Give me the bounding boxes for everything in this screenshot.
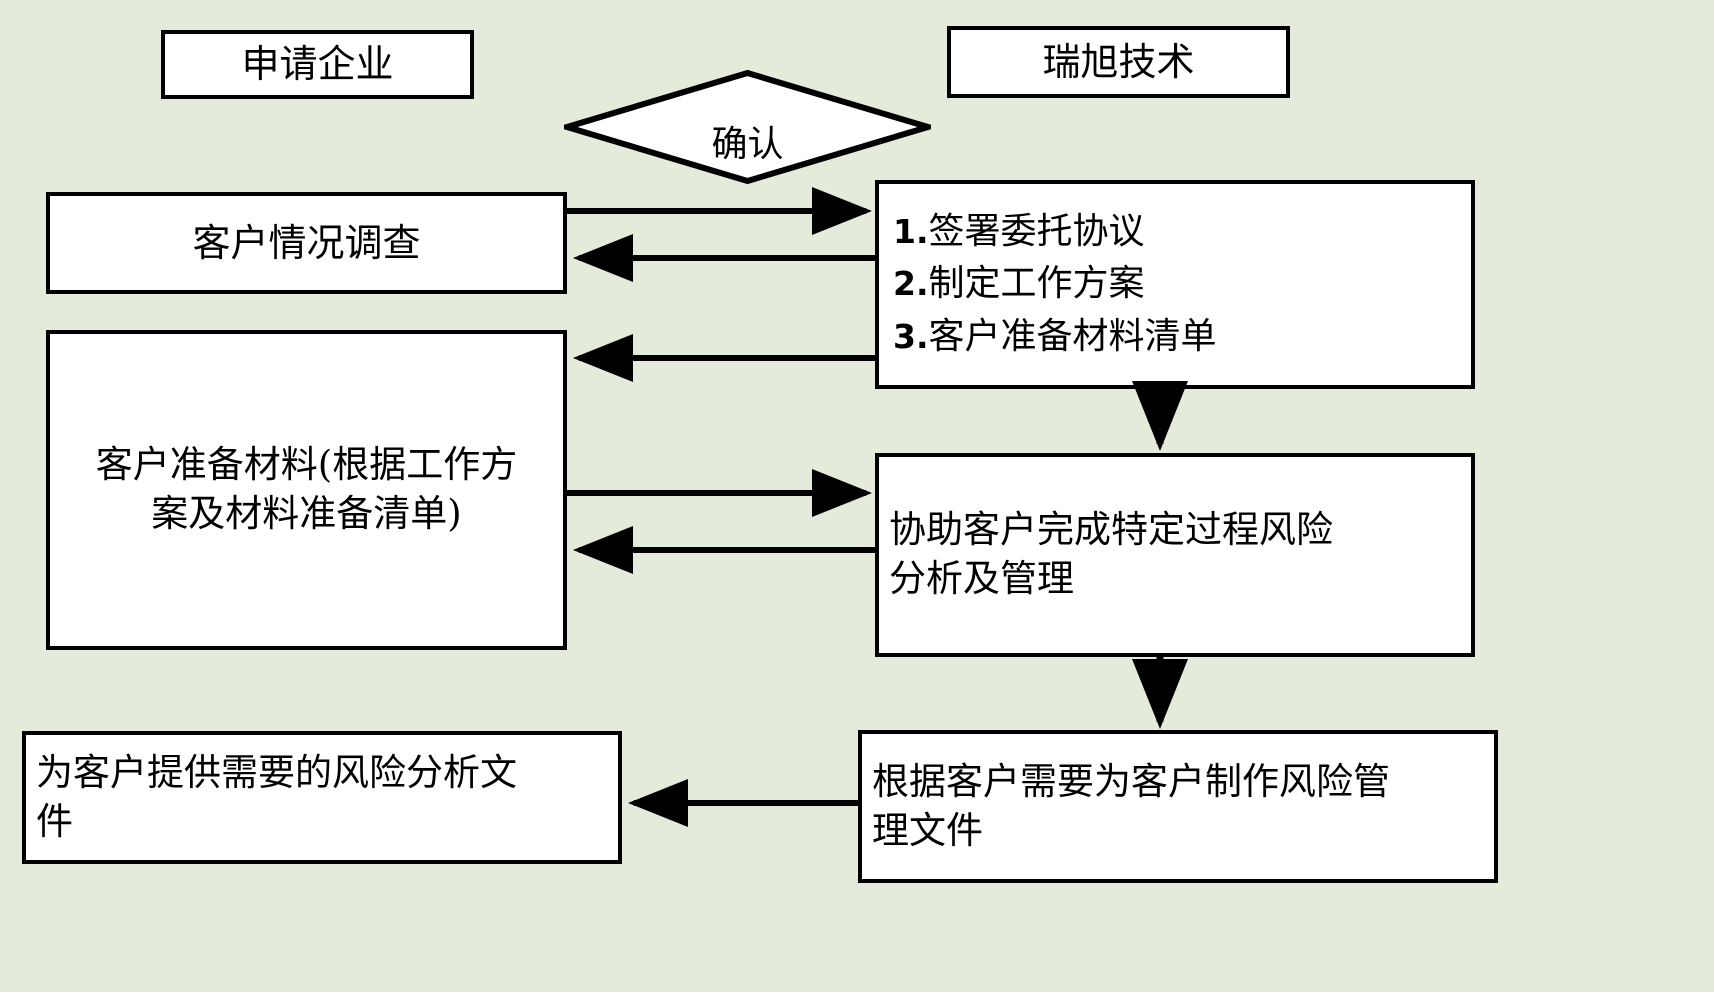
node-customer-prepare-materials-text: 客户准备材料(根据工作方 案及材料准备清单): [50, 441, 563, 539]
node-engagement-steps: 1.签署委托协议 2.制定工作方案 3.客户准备材料清单: [875, 180, 1475, 389]
node-deliver-risk-documents-text: 为客户提供需要的风险分析文 件: [26, 749, 618, 847]
node-deliver-risk-documents: 为客户提供需要的风险分析文 件: [22, 731, 622, 864]
node-produce-risk-management-documents-line2: 理文件: [872, 808, 983, 852]
node-produce-risk-management-documents-text: 根据客户需要为客户制作风险管 理文件: [862, 758, 1494, 856]
step-1-label: 签署委托协议: [928, 211, 1145, 253]
step-3-number: 3.: [893, 316, 929, 356]
node-assist-risk-analysis-line1: 协助客户完成特定过程风险: [889, 508, 1333, 552]
node-customer-prepare-materials: 客户准备材料(根据工作方 案及材料准备清单): [46, 330, 567, 650]
node-customer-survey-label: 客户情况调查: [192, 220, 421, 265]
node-assist-risk-analysis-text: 协助客户完成特定过程风险 分析及管理: [879, 506, 1471, 604]
step-3-label: 客户准备材料清单: [928, 315, 1217, 357]
diamond-shape-icon: [564, 70, 931, 184]
step-1-number: 1.: [893, 212, 929, 252]
node-customer-prepare-materials-line1: 客户准备材料(根据工作方: [95, 443, 518, 487]
step-2-label: 制定工作方案: [928, 263, 1145, 305]
node-assist-risk-analysis: 协助客户完成特定过程风险 分析及管理: [875, 453, 1475, 657]
node-ruixu-technology-label: 瑞旭技术: [1042, 39, 1195, 84]
node-deliver-risk-documents-line1: 为客户提供需要的风险分析文: [36, 750, 517, 794]
step-item-1: 1.签署委托协议: [879, 206, 1145, 258]
node-produce-risk-management-documents: 根据客户需要为客户制作风险管 理文件: [858, 730, 1498, 883]
step-item-2: 2.制定工作方案: [879, 258, 1145, 310]
node-ruixu-technology: 瑞旭技术: [947, 26, 1290, 98]
node-assist-risk-analysis-line2: 分析及管理: [889, 557, 1074, 600]
node-customer-survey: 客户情况调查: [46, 192, 567, 294]
node-customer-prepare-materials-line2: 案及材料准备清单): [151, 492, 462, 535]
node-deliver-risk-documents-line2: 件: [36, 799, 73, 843]
node-confirm-label: 确认: [711, 124, 784, 165]
node-confirm-decision: 确认: [564, 70, 931, 184]
node-applicant-enterprise-label: 申请企业: [241, 42, 394, 87]
step-item-3: 3.客户准备材料清单: [879, 311, 1217, 363]
node-produce-risk-management-documents-line1: 根据客户需要为客户制作风险管: [872, 759, 1390, 803]
step-2-number: 2.: [893, 264, 929, 304]
node-applicant-enterprise: 申请企业: [161, 30, 474, 99]
